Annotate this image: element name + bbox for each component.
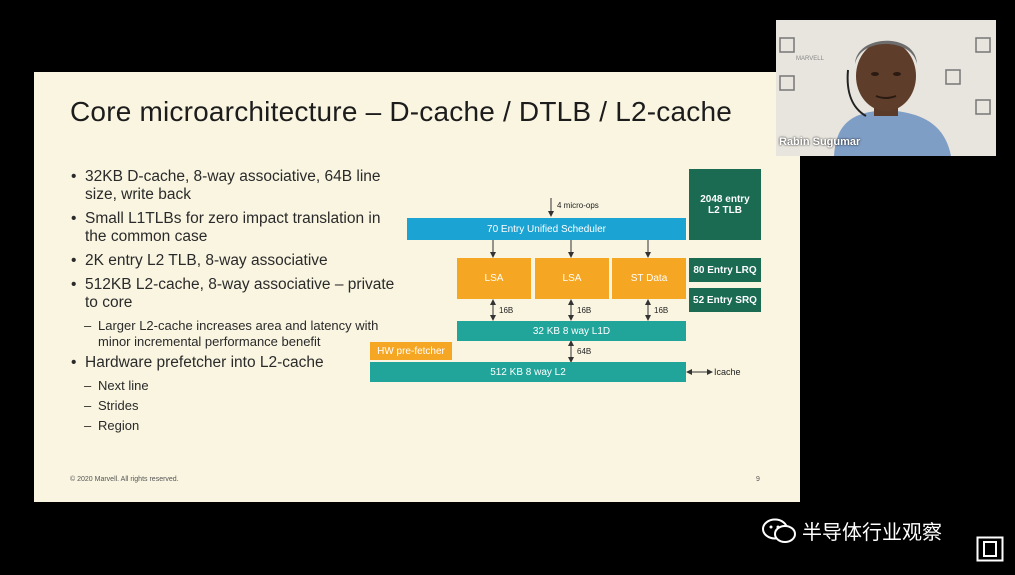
l2-tlb-box: 2048 entry L2 TLB <box>689 169 761 240</box>
bullet-l2cache: 512KB L2-cache, 8-way associative – priv… <box>70 276 400 312</box>
lrq-box: 80 Entry LRQ <box>689 258 761 282</box>
l1d-cache: 32 KB 8 way L1D <box>457 321 686 341</box>
bullet-prefetcher: Hardware prefetcher into L2-cache <box>70 354 400 372</box>
diagram-connectors <box>490 198 713 375</box>
page-number: 9 <box>756 476 760 483</box>
presentation-slide: Core microarchitecture – D-cache / DTLB … <box>34 72 800 502</box>
watermark-text: 半导体行业观察 <box>802 520 942 544</box>
lsa-unit-1: LSA <box>457 258 531 299</box>
corner-logo-icon <box>976 536 1004 562</box>
hw-prefetcher: HW pre-fetcher <box>370 342 452 360</box>
bandwidth-label-3: 16B <box>654 306 669 315</box>
backdrop-logo-text: MARVELL <box>796 56 824 62</box>
srq-box: 52 Entry SRQ <box>689 288 761 312</box>
speaker-name: Rabin Sugumar <box>779 136 861 148</box>
st-data-unit: ST Data <box>612 258 686 299</box>
micro-ops-label: 4 micro-ops <box>557 201 599 210</box>
l2-cache: 512 KB 8 way L2 <box>370 362 686 382</box>
copyright-footer: © 2020 Marvell. All rights reserved. <box>70 476 179 483</box>
bullet-list: 32KB D-cache, 8-way associative, 64B lin… <box>70 168 400 438</box>
unified-scheduler: 70 Entry Unified Scheduler <box>407 218 686 240</box>
bandwidth-label-2: 16B <box>577 306 592 315</box>
bandwidth-label-l2: 64B <box>577 347 592 356</box>
icache-label: Icache <box>714 367 741 377</box>
sub-bullet-next-line: Next line <box>70 378 400 394</box>
speaker-video-image <box>776 20 996 156</box>
bandwidth-label-1: 16B <box>499 306 514 315</box>
lsa-unit-2: LSA <box>535 258 609 299</box>
slide-title: Core microarchitecture – D-cache / DTLB … <box>70 96 733 127</box>
sub-bullet-l2-tradeoff: Larger L2-cache increases area and laten… <box>70 318 400 350</box>
sub-bullet-strides: Strides <box>70 398 400 414</box>
bullet-l2tlb: 2K entry L2 TLB, 8-way associative <box>70 252 400 270</box>
speaker-video-feed: MARVELL Rabin Sugumar <box>776 20 996 156</box>
sub-bullet-region: Region <box>70 418 400 434</box>
wechat-icon <box>762 518 796 543</box>
bullet-l1tlb: Small L1TLBs for zero impact translation… <box>70 210 400 246</box>
bullet-dcache: 32KB D-cache, 8-way associative, 64B lin… <box>70 168 400 204</box>
wechat-watermark: 半导体行业观察 <box>762 516 942 545</box>
